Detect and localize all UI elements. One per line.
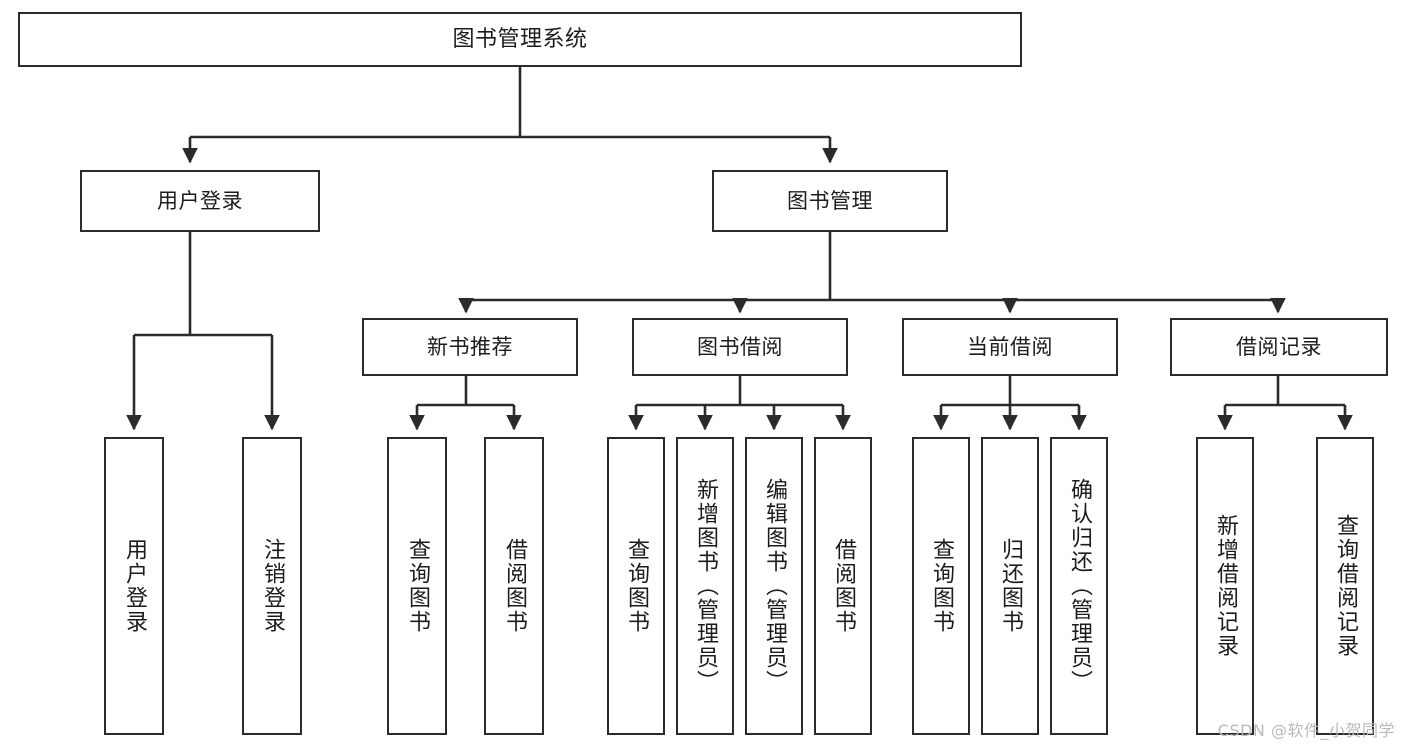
node-label: 图书借阅 <box>697 334 783 359</box>
node-label: 归还图书 <box>998 538 1023 634</box>
node-label: 查询图书 <box>929 538 954 634</box>
node-label: 借阅图书 <box>831 538 856 634</box>
node-label: 查询借阅记录 <box>1333 514 1358 658</box>
leaf-logout[interactable]: 注销登录 <box>242 437 302 735</box>
node-label: 图书管理系统 <box>452 26 588 52</box>
leaf-query-book-recommend[interactable]: 查询图书 <box>387 437 447 735</box>
node-book-management[interactable]: 图书管理 <box>712 170 948 232</box>
leaf-add-borrow-record[interactable]: 新增借阅记录 <box>1196 437 1254 735</box>
leaf-return-book[interactable]: 归还图书 <box>981 437 1039 735</box>
node-label: 新增图书（管理员） <box>693 478 718 694</box>
node-label: 查询图书 <box>624 538 649 634</box>
leaf-edit-book-admin[interactable]: 编辑图书（管理员） <box>745 437 803 735</box>
node-label: 图书管理 <box>787 188 873 213</box>
node-label: 借阅图书 <box>502 538 527 634</box>
node-book-borrow[interactable]: 图书借阅 <box>632 318 848 376</box>
node-label: 用户登录 <box>122 538 147 634</box>
node-current-borrow[interactable]: 当前借阅 <box>902 318 1118 376</box>
node-label: 编辑图书（管理员） <box>762 478 787 694</box>
node-book-management-system[interactable]: 图书管理系统 <box>18 12 1022 67</box>
leaf-borrow-book-recommend[interactable]: 借阅图书 <box>484 437 544 735</box>
csdn-watermark: CSDN @软件_小贺同学 <box>1217 721 1395 740</box>
node-label: 注销登录 <box>260 538 285 634</box>
node-label: 用户登录 <box>157 188 243 213</box>
leaf-query-book-borrow[interactable]: 查询图书 <box>607 437 665 735</box>
node-label: 当前借阅 <box>967 334 1053 359</box>
node-label: 新书推荐 <box>427 334 513 359</box>
leaf-confirm-return-admin[interactable]: 确认归还（管理员） <box>1050 437 1108 735</box>
node-new-book-recommend[interactable]: 新书推荐 <box>362 318 578 376</box>
node-label: 确认归还（管理员） <box>1067 478 1092 694</box>
node-label: 查询图书 <box>405 538 430 634</box>
leaf-query-book-current[interactable]: 查询图书 <box>912 437 970 735</box>
node-label: 借阅记录 <box>1236 334 1322 359</box>
node-borrow-record[interactable]: 借阅记录 <box>1170 318 1388 376</box>
leaf-borrow-book[interactable]: 借阅图书 <box>814 437 872 735</box>
node-user-login[interactable]: 用户登录 <box>80 170 320 232</box>
leaf-query-borrow-record[interactable]: 查询借阅记录 <box>1316 437 1374 735</box>
node-label: 新增借阅记录 <box>1213 514 1238 658</box>
leaf-user-login[interactable]: 用户登录 <box>104 437 164 735</box>
leaf-add-book-admin[interactable]: 新增图书（管理员） <box>676 437 734 735</box>
